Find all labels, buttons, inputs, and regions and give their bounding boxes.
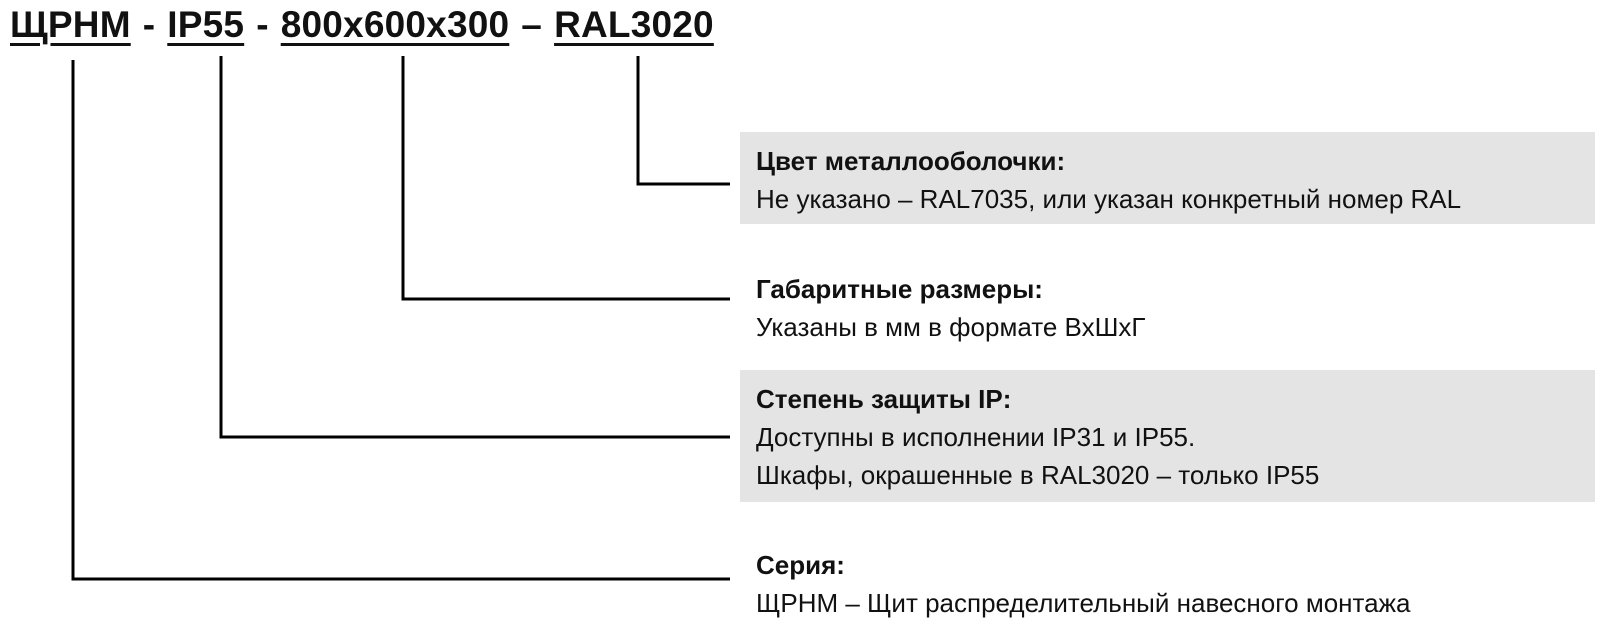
code-separator: - xyxy=(142,4,156,45)
code-part-series: ЩРНМ xyxy=(10,4,131,45)
box-title: Степень защиты IP: xyxy=(756,384,1012,414)
box-title: Цвет металлооболочки: xyxy=(756,146,1066,176)
box-text: Доступны в исполнении IP31 и IP55. xyxy=(756,422,1196,452)
box-title: Серия: xyxy=(756,550,845,580)
code-part-dimensions: 800x600x300 xyxy=(280,4,510,45)
code-part-ip: IP55 xyxy=(167,4,245,45)
box-ip: Степень защиты IP: Доступны в исполнении… xyxy=(740,370,1595,502)
box-series: Серия: ЩРНМ – Щит распределительный наве… xyxy=(740,536,1595,622)
product-code: ЩРНМ - IP55 - 800x600x300 – RAL3020 xyxy=(10,4,714,54)
box-title: Габаритные размеры: xyxy=(756,274,1043,304)
connector-color xyxy=(636,56,730,186)
box-text: Не указано – RAL7035, или указан конкрет… xyxy=(756,184,1462,214)
connector-series xyxy=(71,60,730,581)
box-text: ЩРНМ – Щит распределительный навесного м… xyxy=(756,588,1411,618)
box-text: Шкафы, окрашенные в RAL3020 – только IP5… xyxy=(756,460,1320,490)
box-dimensions: Габаритные размеры: Указаны в мм в форма… xyxy=(740,260,1595,346)
box-color: Цвет металлооболочки: Не указано – RAL70… xyxy=(740,132,1595,224)
connector-ip xyxy=(219,56,730,439)
connector-dimensions xyxy=(401,56,730,301)
code-part-color: RAL3020 xyxy=(554,4,714,45)
box-text: Указаны в мм в формате ВхШхГ xyxy=(756,312,1146,342)
code-separator: – xyxy=(521,4,543,45)
code-separator: - xyxy=(256,4,269,45)
